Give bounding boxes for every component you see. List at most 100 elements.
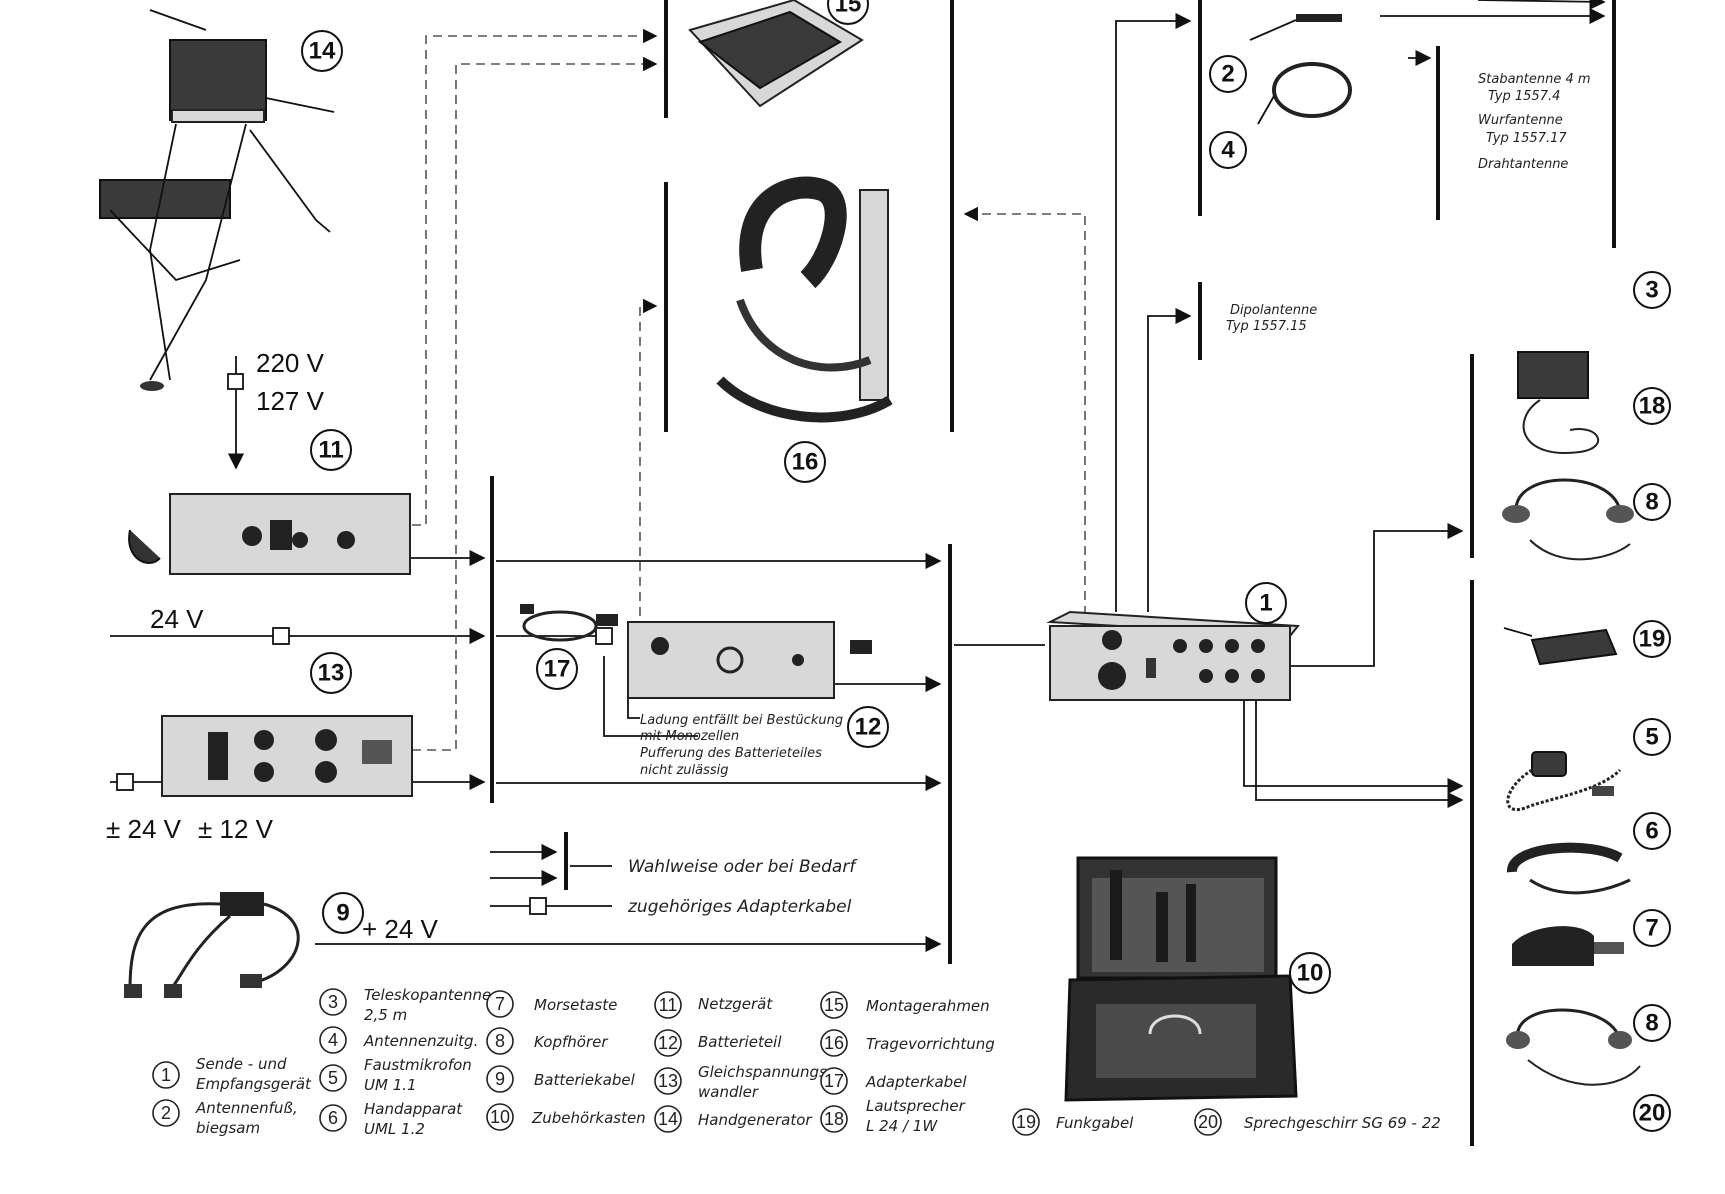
svg-text:Sende - und: Sende - und	[196, 1055, 287, 1073]
callout-8-upper: 8	[1633, 483, 1671, 521]
svg-text:8: 8	[1645, 489, 1658, 516]
antenna-base-drawing	[1249, 14, 1342, 41]
svg-text:Antennenfuß,: Antennenfuß,	[195, 1099, 298, 1117]
battery-unit-drawing	[627, 621, 872, 699]
svg-text:Zubehörkasten: Zubehörkasten	[531, 1109, 646, 1127]
charging-note-line-1: Ladung entfällt bei Bestückung	[640, 713, 843, 728]
wurf-antenna-type: Typ 1557.17	[1486, 131, 1567, 146]
svg-text:4: 4	[328, 1030, 338, 1050]
dipol-antenna-type: Typ 1557.15	[1226, 319, 1307, 334]
bus-bars	[490, 0, 1616, 1146]
svg-text:13: 13	[658, 1071, 678, 1091]
svg-text:9: 9	[495, 1069, 505, 1089]
antenna-notes: Stabantenne 4 m Typ 1557.4 Wurfantenne T…	[1226, 72, 1591, 334]
charging-note: Ladung entfällt bei Bestückung mit Monoz…	[640, 713, 843, 778]
legend-item-11: 11 Netzgerät	[654, 991, 773, 1019]
svg-text:2,5 m: 2,5 m	[364, 1006, 407, 1024]
mounting-frame-drawing	[688, 0, 864, 108]
hand-microphone-drawing	[1506, 751, 1622, 812]
svg-text:12: 12	[855, 714, 882, 741]
voltage-pm24v: ± 24 V	[106, 814, 182, 844]
svg-text:19: 19	[1639, 626, 1666, 653]
svg-text:Lautsprecher: Lautsprecher	[866, 1097, 966, 1115]
svg-text:20: 20	[1198, 1112, 1218, 1132]
voltage-plus24v: + 24 V	[362, 914, 439, 944]
headphones-drawing	[1502, 478, 1634, 561]
svg-text:14: 14	[309, 38, 336, 65]
callout-8-lower: 8	[1633, 1004, 1671, 1042]
charging-note-line-2: mit Monozellen	[640, 729, 739, 744]
svg-text:13: 13	[318, 660, 345, 687]
radio-fork-drawing	[1503, 627, 1618, 666]
voltage-127v: 127 V	[256, 386, 325, 416]
voltage-220v: 220 V	[256, 348, 325, 378]
legend-item-3: 3 Teleskopantenne 2,5 m	[319, 986, 491, 1024]
svg-text:Batterieteil: Batterieteil	[698, 1033, 782, 1051]
svg-text:7: 7	[1645, 915, 1658, 942]
svg-text:Sprechgeschirr SG 69 - 22: Sprechgeschirr SG 69 - 22	[1244, 1114, 1441, 1132]
morse-key-drawing	[1512, 926, 1624, 966]
callout-17: 17	[536, 648, 578, 690]
svg-text:12: 12	[658, 1033, 678, 1053]
charging-note-line-4: nicht zulässig	[640, 763, 729, 778]
connections	[110, 0, 1606, 953]
legend-item-2: 2 Antennenfuß, biegsam	[152, 1099, 298, 1137]
callout-9: 9	[322, 892, 364, 934]
svg-text:10: 10	[490, 1107, 510, 1127]
svg-text:Montagerahmen: Montagerahmen	[866, 997, 990, 1015]
svg-text:6: 6	[328, 1108, 338, 1128]
voltage-24v: 24 V	[150, 604, 204, 634]
callout-18: 18	[1633, 387, 1671, 425]
legend-item-1: 1 Sende - und Empfangsgerät	[152, 1055, 312, 1093]
svg-text:5: 5	[328, 1068, 338, 1088]
voltage-pm12v: ± 12 V	[198, 814, 274, 844]
svg-text:Adapterkabel: Adapterkabel	[865, 1073, 967, 1091]
power-supply-drawing	[128, 493, 411, 575]
legend-item-7: 7 Morsetaste	[486, 990, 617, 1018]
svg-text:15: 15	[835, 0, 862, 18]
svg-text:Handapparat: Handapparat	[364, 1100, 463, 1118]
svg-text:15: 15	[824, 995, 844, 1015]
svg-text:3: 3	[328, 992, 338, 1012]
svg-text:Tragevorrichtung: Tragevorrichtung	[866, 1035, 995, 1053]
stab-antenna-label: Stabantenne 4 m	[1478, 72, 1591, 87]
key-optional-label: Wahlweise oder bei Bedarf	[628, 857, 858, 877]
svg-text:Netzgerät: Netzgerät	[698, 995, 773, 1013]
legend-item-20: 20 Sprechgeschirr SG 69 - 22	[1194, 1108, 1441, 1136]
svg-text:5: 5	[1645, 724, 1658, 751]
hand-generator-drawing	[99, 9, 335, 391]
legend-item-9: 9 Batteriekabel	[486, 1065, 636, 1093]
svg-text:Handgenerator: Handgenerator	[698, 1111, 812, 1129]
legend: 1 Sende - und Empfangsgerät 2 Antennenfu…	[152, 986, 1441, 1138]
callout-15: 15	[827, 0, 869, 25]
voltage-labels: 220 V 127 V 24 V ± 24 V ± 12 V + 24 V	[106, 348, 439, 944]
svg-text:Empfangsgerät: Empfangsgerät	[196, 1075, 312, 1093]
dc-converter-drawing	[161, 715, 413, 797]
loudspeaker-drawing	[1517, 351, 1600, 455]
svg-text:19: 19	[1016, 1112, 1036, 1132]
legend-item-19: 19 Funkgabel	[1012, 1108, 1134, 1136]
svg-text:4: 4	[1221, 137, 1235, 164]
battery-cable-drawing	[124, 892, 300, 998]
svg-text:Antennenzuitg.: Antennenzuitg.	[363, 1032, 478, 1050]
svg-text:Morsetaste: Morsetaste	[534, 996, 617, 1014]
legend-item-14: 14 Handgenerator	[654, 1105, 812, 1133]
svg-text:18: 18	[1639, 393, 1666, 420]
svg-text:16: 16	[792, 449, 819, 476]
svg-text:Kopfhörer: Kopfhörer	[534, 1033, 608, 1051]
svg-text:wandler: wandler	[698, 1083, 759, 1101]
svg-text:9: 9	[336, 900, 349, 927]
svg-text:UM 1.1: UM 1.1	[364, 1076, 417, 1094]
svg-text:biegsam: biegsam	[196, 1119, 260, 1137]
svg-text:7: 7	[495, 994, 505, 1014]
svg-text:18: 18	[824, 1109, 844, 1129]
carrying-frame-drawing	[716, 176, 893, 423]
legend-item-6: 6 Handapparat UML 1.2	[319, 1100, 463, 1138]
callout-14: 14	[301, 30, 343, 72]
callout-3: 3	[1633, 271, 1671, 309]
callout-7: 7	[1633, 909, 1671, 947]
callout-16: 16	[784, 441, 826, 483]
legend-item-10: 10 Zubehörkasten	[486, 1103, 646, 1131]
svg-text:UML 1.2: UML 1.2	[364, 1120, 425, 1138]
